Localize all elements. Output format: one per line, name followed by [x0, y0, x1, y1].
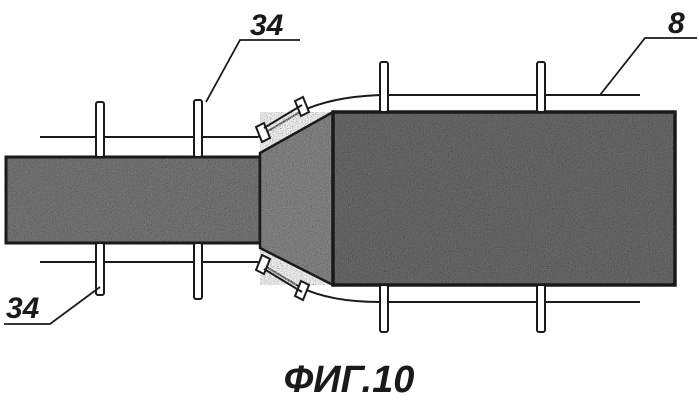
- ref-label-34-top: 34: [250, 9, 284, 42]
- hoop-right-2-bottom: [537, 285, 545, 332]
- hoop-right-1-top: [380, 62, 388, 112]
- small-pipe: [6, 157, 260, 243]
- large-pipe: [333, 112, 675, 285]
- leader-8: [600, 38, 697, 95]
- figure-caption: ФИГ.10: [284, 359, 415, 401]
- ref-label-8: 8: [668, 7, 685, 40]
- clamp-bottom-right: [295, 281, 309, 300]
- hoop-right-1-bottom: [380, 285, 388, 332]
- ref-label-34-bottom: 34: [6, 292, 40, 325]
- clamp-bottom-bar: [264, 269, 302, 292]
- hoop-left-2-top: [194, 100, 202, 157]
- hoop-right-2-top: [537, 62, 545, 112]
- hoop-left-1-top: [96, 102, 104, 157]
- hoop-left-2-bottom: [194, 243, 202, 299]
- leader-34-top: [206, 40, 300, 102]
- clamp-top-bar: [264, 105, 302, 128]
